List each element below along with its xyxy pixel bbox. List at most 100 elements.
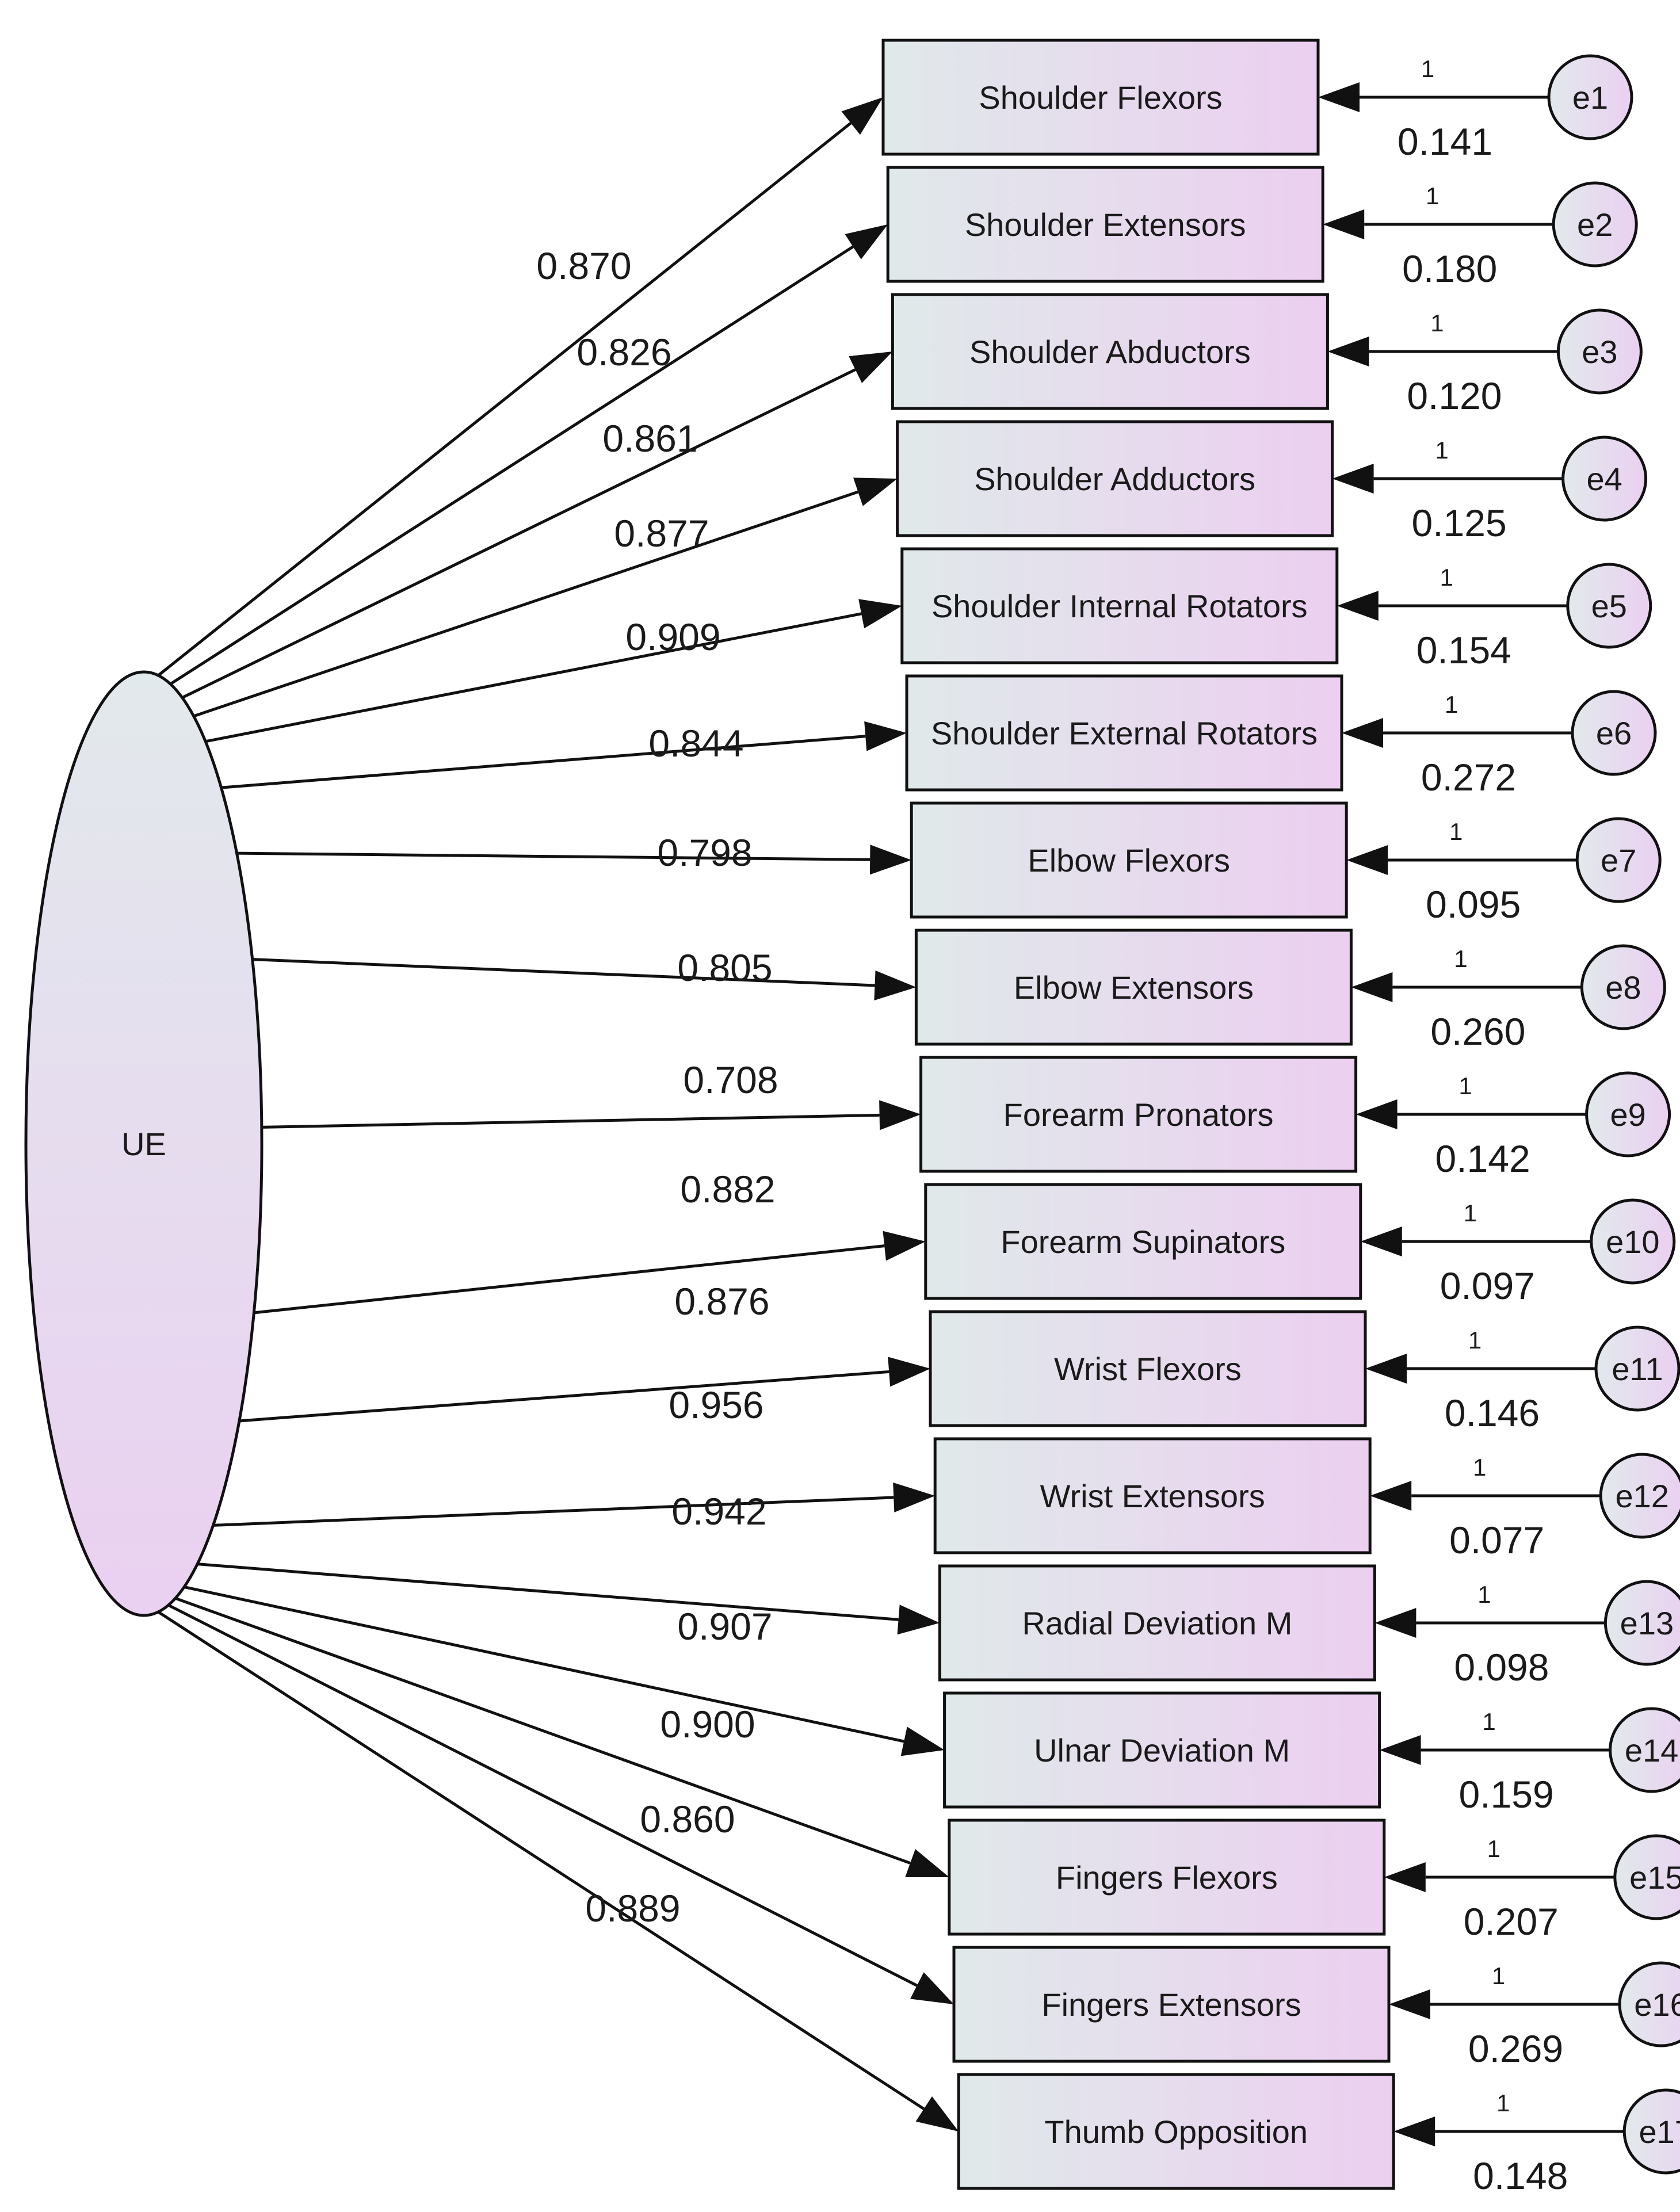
loading-path-10 [254, 1231, 926, 1315]
loading-path-9-line [261, 1113, 880, 1129]
fixed-path-label: 1 [1487, 1835, 1500, 1862]
indicator-label: Shoulder Adductors [974, 461, 1255, 497]
error-path-1-arrowhead [1318, 82, 1360, 112]
error-term-8: e8 [1580, 944, 1666, 1030]
error-label: e9 [1610, 1097, 1645, 1133]
loading-path-1-arrowhead [841, 97, 883, 135]
loading-path-3 [181, 352, 893, 699]
variance-label: 0.269 [1468, 2027, 1563, 2070]
error-term-16: e16 [1618, 1961, 1680, 2047]
error-path-11 [1365, 1354, 1596, 1384]
fixed-path-label: 1 [1426, 182, 1439, 209]
error-label: e12 [1615, 1478, 1668, 1514]
error-label: e3 [1582, 334, 1617, 370]
indicator-label: Shoulder Extensors [965, 207, 1246, 243]
indicator-box [905, 674, 1343, 792]
indicator-label: Shoulder Internal Rotators [931, 588, 1308, 624]
loading-path-12 [213, 1482, 936, 1527]
error-path-10 [1360, 1227, 1591, 1256]
fixed-path-label: 1 [1482, 1708, 1495, 1735]
indicator-label: Wrist Flexors [1054, 1351, 1242, 1387]
variance-label: 0.148 [1473, 2154, 1568, 2197]
loading-path-17 [157, 1610, 959, 2131]
indicator-7: Elbow Flexors [910, 801, 1348, 919]
variance-label: 0.077 [1449, 1519, 1544, 1561]
loading-path-6-line [221, 735, 866, 789]
loading-path-16-arrowhead [910, 1972, 954, 2004]
loading-path-11-arrowhead [888, 1357, 930, 1387]
loading-path-15 [174, 1596, 949, 1878]
loading-path-2-arrowhead [845, 224, 888, 259]
loading-path-12-line [213, 1496, 894, 1527]
indicator-2: Shoulder Extensors [886, 166, 1324, 283]
indicator-15: Fingers Flexors [948, 1818, 1386, 1936]
indicator-label: Wrist Extensors [1040, 1478, 1265, 1514]
error-term-11: e11 [1594, 1325, 1680, 1412]
loading-path-12-arrowhead [893, 1482, 936, 1512]
fixed-path-label: 1 [1454, 945, 1467, 972]
indicator-16: Fingers Extensors [952, 1946, 1391, 2063]
error-label: e2 [1577, 207, 1613, 243]
indicator-box [943, 1691, 1381, 1809]
error-path-7-arrowhead [1346, 845, 1388, 875]
variance-label: 0.207 [1464, 1900, 1559, 1943]
loading-path-13-line [197, 1562, 899, 1621]
fixed-path-label: 1 [1496, 2089, 1510, 2117]
indicator-label: Shoulder Abductors [969, 334, 1251, 370]
error-path-6-arrowhead [1342, 718, 1383, 748]
indicator-12: Wrist Extensors [933, 1437, 1372, 1554]
loading-path-14 [184, 1586, 945, 1756]
loading-path-3-arrowhead [849, 352, 893, 383]
error-circle [1622, 2088, 1680, 2175]
error-term-4: e4 [1561, 435, 1648, 522]
indicator-10: Forearm Supinators [924, 1183, 1362, 1300]
error-circle [1613, 1834, 1680, 1920]
error-path-5-arrowhead [1337, 591, 1379, 621]
loading-label: 0.876 [674, 1280, 769, 1323]
error-path-8-arrowhead [1351, 972, 1393, 1002]
error-label: e15 [1629, 1859, 1680, 1896]
error-circle [1575, 817, 1662, 903]
indicator-label: Elbow Flexors [1028, 842, 1230, 878]
error-circle [1556, 308, 1643, 395]
error-path-17-arrowhead [1393, 2117, 1435, 2146]
variance-label: 0.154 [1416, 629, 1511, 671]
indicator-box [910, 801, 1348, 919]
indicator-label: Elbow Extensors [1014, 969, 1254, 1006]
loading-label: 0.844 [648, 722, 743, 765]
error-path-3-arrowhead [1327, 337, 1369, 366]
error-term-13: e13 [1603, 1580, 1680, 1666]
error-circle [1599, 1453, 1680, 1539]
loading-path-4-arrowhead [853, 477, 898, 506]
error-path-2 [1323, 209, 1554, 239]
loading-path-6 [221, 721, 907, 789]
error-path-9-arrowhead [1356, 1099, 1398, 1129]
error-path-4 [1332, 464, 1563, 494]
variance-label: 0.260 [1430, 1010, 1525, 1053]
indicator-14: Ulnar Deviation M [943, 1691, 1381, 1809]
loading-label: 0.889 [585, 1887, 680, 1930]
loading-path-3-line [181, 368, 856, 699]
error-path-6 [1342, 718, 1572, 748]
error-circle [1618, 1961, 1680, 2047]
loading-paths [157, 97, 959, 2131]
error-label: e5 [1591, 588, 1627, 624]
indicator-box [924, 1183, 1362, 1300]
loading-path-2-line [169, 245, 854, 686]
indicator-13: Radial Deviation M [938, 1564, 1376, 1682]
indicator-label: Fingers Flexors [1056, 1859, 1278, 1896]
loading-path-11-line [239, 1370, 889, 1423]
loading-label: 0.870 [536, 244, 631, 287]
variance-label: 0.159 [1459, 1773, 1554, 1816]
indicator-label: Shoulder External Rotators [931, 715, 1318, 751]
indicator-box [919, 1056, 1358, 1173]
loading-path-7-line [236, 851, 870, 861]
error-label: e10 [1606, 1224, 1659, 1260]
loading-path-11 [239, 1357, 930, 1423]
loading-label: 0.900 [660, 1703, 755, 1745]
indicator-box [900, 547, 1339, 664]
fixed-path-label: 1 [1435, 437, 1448, 464]
loading-path-16-line [167, 1603, 918, 1987]
loading-path-7-arrowhead [869, 845, 912, 875]
